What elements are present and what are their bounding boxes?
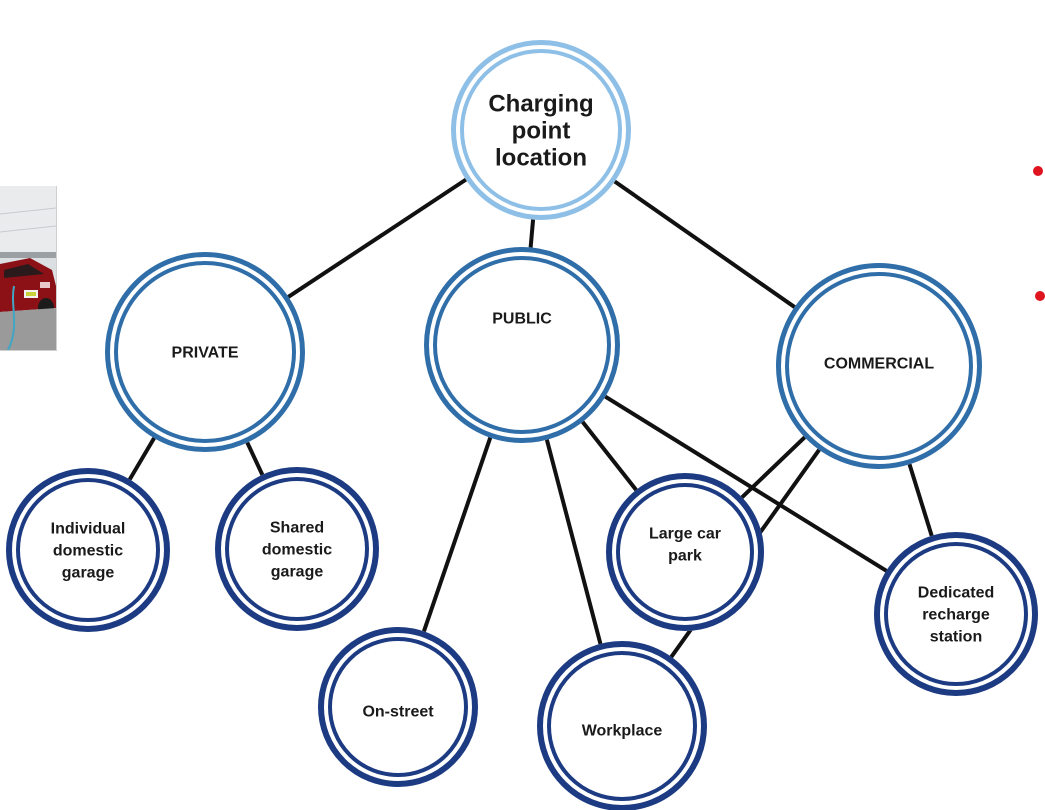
node-dedicated-outer-ring xyxy=(874,532,1038,696)
connector-commercial-largecar xyxy=(739,434,808,501)
node-largecar: Large car park xyxy=(606,473,764,631)
node-onstreet: On-street xyxy=(318,627,478,787)
node-dedicated-fill xyxy=(874,532,1038,696)
node-individual-inner-ring xyxy=(16,478,160,622)
node-onstreet-fill xyxy=(318,627,478,787)
node-commercial-label-line: COMMERCIAL xyxy=(824,356,934,373)
node-workplace-inner-ring xyxy=(547,651,697,801)
connector-commercial-dedicated xyxy=(907,461,935,539)
connector-private-shared xyxy=(244,439,265,478)
connector-public-onstreet xyxy=(421,435,493,634)
node-commercial-fill xyxy=(776,263,982,469)
node-commercial: COMMERCIAL xyxy=(776,263,982,469)
node-private: PRIVATE xyxy=(105,252,305,452)
node-individual-outer-ring xyxy=(6,468,170,632)
node-private-fill xyxy=(105,252,305,452)
node-largecar-label-line: park xyxy=(668,548,702,565)
node-onstreet-label-line: On-street xyxy=(362,704,434,721)
node-dedicated: Dedicated recharge station xyxy=(874,532,1038,696)
node-onstreet-outer-ring xyxy=(318,627,478,787)
node-public-inner-ring xyxy=(433,256,611,434)
connector-public-workplace xyxy=(544,437,603,647)
car-charging-photo-art xyxy=(0,186,56,350)
node-shared: Shared domestic garage xyxy=(215,467,379,631)
connector-root-commercial xyxy=(612,178,798,310)
node-largecar-fill xyxy=(606,473,764,631)
node-commercial-inner-ring xyxy=(785,272,973,460)
node-private-label-line: PRIVATE xyxy=(172,345,239,362)
connector-public-dedicated xyxy=(602,393,890,574)
node-dedicated-label-line: Dedicated xyxy=(918,585,994,602)
node-private-inner-ring xyxy=(114,261,296,443)
node-shared-label-line: domestic xyxy=(262,542,332,559)
node-shared-label-line: garage xyxy=(271,564,324,581)
node-shared-fill xyxy=(215,467,379,631)
red-bullet-2 xyxy=(1035,291,1045,301)
node-largecar-label-line: Large car xyxy=(649,526,721,543)
node-workplace-label-line: Workplace xyxy=(582,723,663,740)
node-root-inner-ring xyxy=(460,49,622,211)
node-commercial-outer-ring xyxy=(776,263,982,469)
node-root-label-line: location xyxy=(495,144,587,171)
node-onstreet-inner-ring xyxy=(328,637,468,777)
node-public-outer-ring xyxy=(424,247,620,443)
node-public-label-line: PUBLIC xyxy=(492,311,552,328)
node-workplace-fill xyxy=(537,641,707,810)
node-dedicated-inner-ring xyxy=(884,542,1028,686)
node-individual-label-line: garage xyxy=(62,565,115,582)
connector-public-largecar xyxy=(579,419,639,493)
connector-root-public xyxy=(528,217,536,250)
node-public-fill xyxy=(424,247,620,443)
node-dedicated-label-line: recharge xyxy=(922,607,990,624)
node-individual-fill xyxy=(6,468,170,632)
node-workplace-outer-ring xyxy=(537,641,707,810)
node-private-outer-ring xyxy=(105,252,305,452)
node-largecar-outer-ring xyxy=(606,473,764,631)
node-public: PUBLIC xyxy=(424,247,620,443)
node-largecar-inner-ring xyxy=(616,483,754,621)
connector-private-individual xyxy=(126,435,157,483)
node-individual-label-line: domestic xyxy=(53,543,123,560)
node-workplace: Workplace xyxy=(537,641,707,810)
node-dedicated-label-line: station xyxy=(930,629,982,646)
node-individual: Individual domestic garage xyxy=(6,468,170,632)
node-root-outer-ring xyxy=(451,40,631,220)
node-root-label-line: Charging xyxy=(488,90,593,117)
node-shared-inner-ring xyxy=(225,477,369,621)
car-charging-photo xyxy=(0,186,57,351)
node-individual-label-line: Individual xyxy=(51,521,126,538)
red-bullet-1 xyxy=(1033,166,1043,176)
node-root-label-line: point xyxy=(512,117,571,144)
node-root-fill xyxy=(451,40,631,220)
node-shared-outer-ring xyxy=(215,467,379,631)
node-shared-label-line: Shared xyxy=(270,520,324,537)
connector-root-private xyxy=(285,176,469,300)
